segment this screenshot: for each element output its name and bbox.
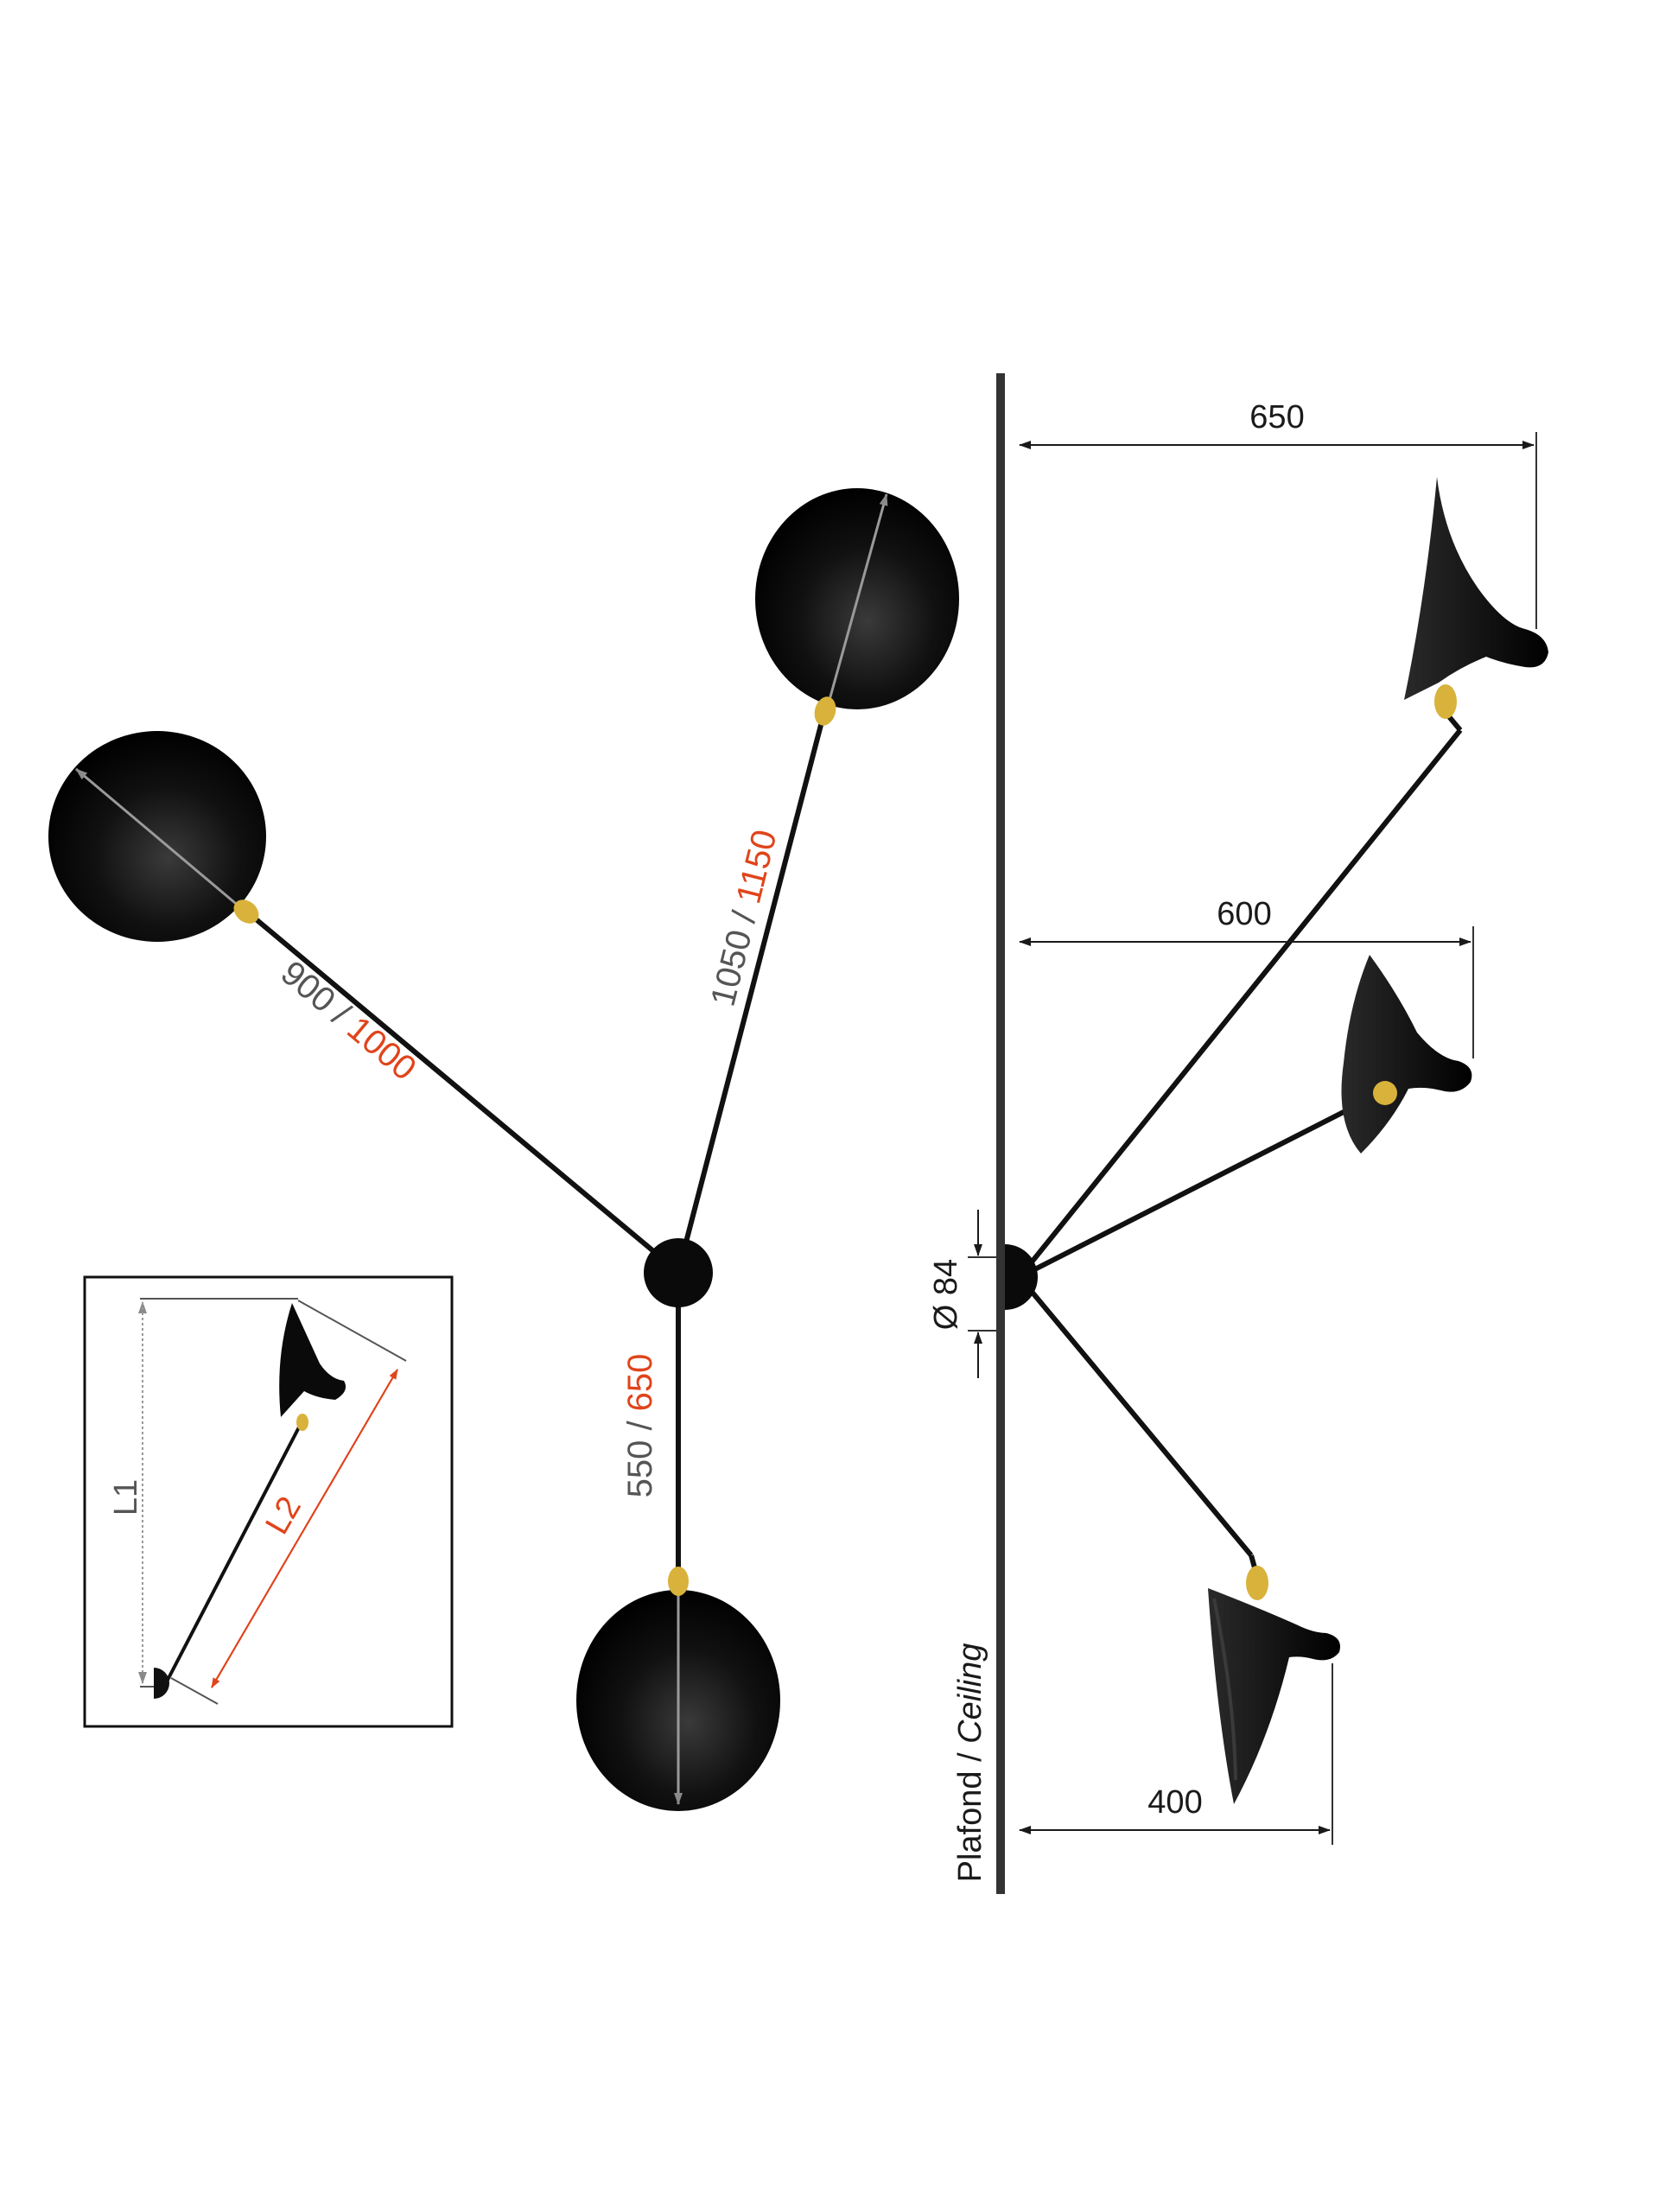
arm-top-label: 1050 / 1150 bbox=[703, 826, 784, 1010]
arm-top bbox=[676, 708, 828, 1273]
shade-bottom bbox=[576, 1567, 780, 1811]
side-brass-top bbox=[1434, 684, 1457, 719]
side-arm-bottom bbox=[1017, 1275, 1254, 1557]
side-view: Plafond / Ceiling bbox=[928, 373, 1548, 1894]
dim-bottom: 400 bbox=[1019, 1663, 1333, 1845]
ceiling-label-en: Ceiling bbox=[952, 1643, 988, 1744]
inset-base bbox=[154, 1668, 169, 1699]
side-brass-bottom bbox=[1246, 1566, 1268, 1600]
ceiling-label-fr: Plafond / bbox=[952, 1752, 988, 1882]
hub-side bbox=[1005, 1244, 1038, 1310]
brass-socket-bottom bbox=[668, 1567, 689, 1596]
arm-left bbox=[242, 906, 680, 1274]
brass-socket-top bbox=[814, 696, 836, 726]
arm-bottom-primary: 550 bbox=[621, 1440, 659, 1498]
dim-top-label: 650 bbox=[1249, 399, 1304, 435]
inset-frame bbox=[83, 1275, 454, 1728]
side-arm-top bbox=[1017, 728, 1463, 1279]
arm-bottom-alternate: 650 bbox=[621, 1354, 659, 1412]
dim-diameter-label: Ø 84 bbox=[928, 1259, 964, 1330]
brass-socket-left bbox=[233, 899, 259, 924]
inset-brass bbox=[296, 1414, 308, 1431]
side-shade-middle bbox=[1341, 955, 1472, 1154]
dim-diameter: Ø 84 bbox=[928, 1210, 1005, 1378]
side-shade-top bbox=[1404, 477, 1548, 719]
dim-bottom-label: 400 bbox=[1147, 1784, 1202, 1821]
side-brass-middle bbox=[1373, 1081, 1397, 1105]
inset-shade bbox=[279, 1303, 346, 1417]
side-arm-middle bbox=[1018, 1090, 1382, 1280]
inset-l1-label: L1 bbox=[108, 1479, 144, 1516]
shade-left bbox=[48, 731, 266, 942]
dim-middle: 600 bbox=[1019, 896, 1474, 1058]
arm-bottom-separator: / bbox=[621, 1411, 659, 1440]
side-shade-bottom bbox=[1208, 1566, 1340, 1804]
hub-front bbox=[644, 1238, 713, 1307]
arm-left-label: 900 / 1000 bbox=[274, 954, 423, 1088]
ceiling-label: Plafond / Ceiling bbox=[952, 1643, 988, 1883]
arm-bottom-label: 550 / 650 bbox=[621, 1354, 659, 1498]
dim-middle-label: 600 bbox=[1217, 896, 1271, 932]
dim-top: 650 bbox=[1019, 399, 1537, 629]
shade-top bbox=[755, 488, 959, 726]
front-view: 900 / 1000 1050 / 1150 550 / 650 bbox=[48, 488, 959, 1811]
inset-diagram: L1 L2 bbox=[83, 1275, 454, 1728]
